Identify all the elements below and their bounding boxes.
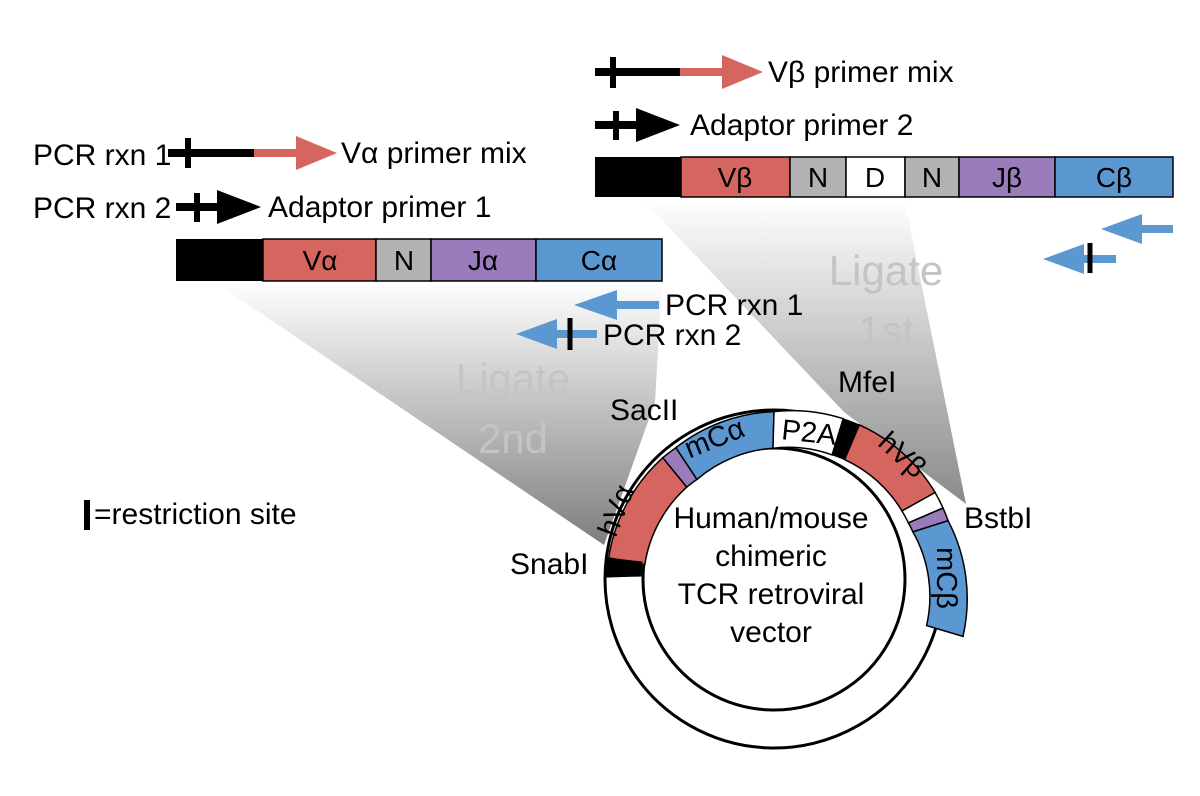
site-bstbi: BstbI — [964, 502, 1032, 535]
alpha-rev-rxn2-label: PCR rxn 2 — [603, 319, 741, 352]
alpha-rxn1-label: PCR rxn 1 — [33, 139, 171, 172]
alpha-seg-j: Jα — [468, 245, 498, 276]
plasmid-seg-snabi — [604, 557, 643, 578]
ligate-2nd-line1: Ligate — [456, 355, 570, 402]
beta-seg-v: Vβ — [718, 162, 753, 193]
plasmid-seg-mc-beta — [911, 519, 968, 638]
ligate-2nd-line2: 2nd — [478, 415, 548, 462]
adaptor-primer-2 — [595, 108, 680, 142]
ligate-1st-line1: Ligate — [829, 247, 943, 294]
plasmid-center-line1: Human/mouse — [673, 502, 868, 535]
ligate-2nd-fan — [213, 281, 662, 545]
site-snabi: SnabI — [510, 548, 588, 581]
alpha-rxn2-label: PCR rxn 2 — [33, 192, 171, 225]
site-mfei: MfeI — [838, 366, 896, 399]
ligate-1st-line2: 1st — [858, 307, 914, 354]
adaptor-primer-1-label: Adaptor primer 1 — [268, 191, 491, 224]
v-beta-primer-mix — [595, 55, 763, 89]
beta-seg-c: Cβ — [1096, 162, 1132, 193]
beta-reverse-primer-rxn2 — [1043, 243, 1116, 274]
v-alpha-primer-mix-label: Vα primer mix — [341, 137, 527, 170]
v-alpha-primer-mix — [168, 136, 337, 170]
v-beta-primer-mix-label: Vβ primer mix — [768, 56, 954, 89]
alpha-seg-n: N — [394, 245, 414, 276]
plasmid-center-line4: vector — [730, 616, 812, 649]
beta-seg-n2: N — [922, 162, 942, 193]
adaptor-primer-2-label: Adaptor primer 2 — [690, 109, 913, 142]
plasmid-center-line3: TCR retroviral — [678, 578, 865, 611]
alpha-chain-bar — [176, 238, 663, 282]
ligate-1st-fan — [641, 198, 966, 504]
plasmid-label-mc-beta: mCβ — [930, 547, 962, 609]
adaptor-primer-1 — [176, 190, 261, 224]
restriction-site-legend-text: =restriction site — [94, 498, 297, 531]
beta-chain-bar — [595, 156, 1174, 198]
alpha-rev-rxn1-label: PCR rxn 1 — [665, 289, 803, 322]
site-sacii: SacII — [610, 394, 678, 427]
beta-seg-d: D — [865, 162, 885, 193]
alpha-seg-v: Vα — [303, 245, 338, 276]
alpha-reverse-primer-rxn2 — [516, 318, 597, 350]
beta-reverse-primer-rxn1 — [1101, 214, 1173, 244]
beta-seg-j: Jβ — [992, 162, 1022, 193]
alpha-reverse-primer-rxn1 — [574, 290, 659, 320]
plasmid-segments — [604, 409, 968, 638]
plasmid-label-p2a: P2A — [780, 414, 839, 452]
beta-seg-n1: N — [808, 162, 828, 193]
alpha-seg-c: Cα — [581, 245, 617, 276]
plasmid-center-line2: chimeric — [715, 540, 827, 573]
